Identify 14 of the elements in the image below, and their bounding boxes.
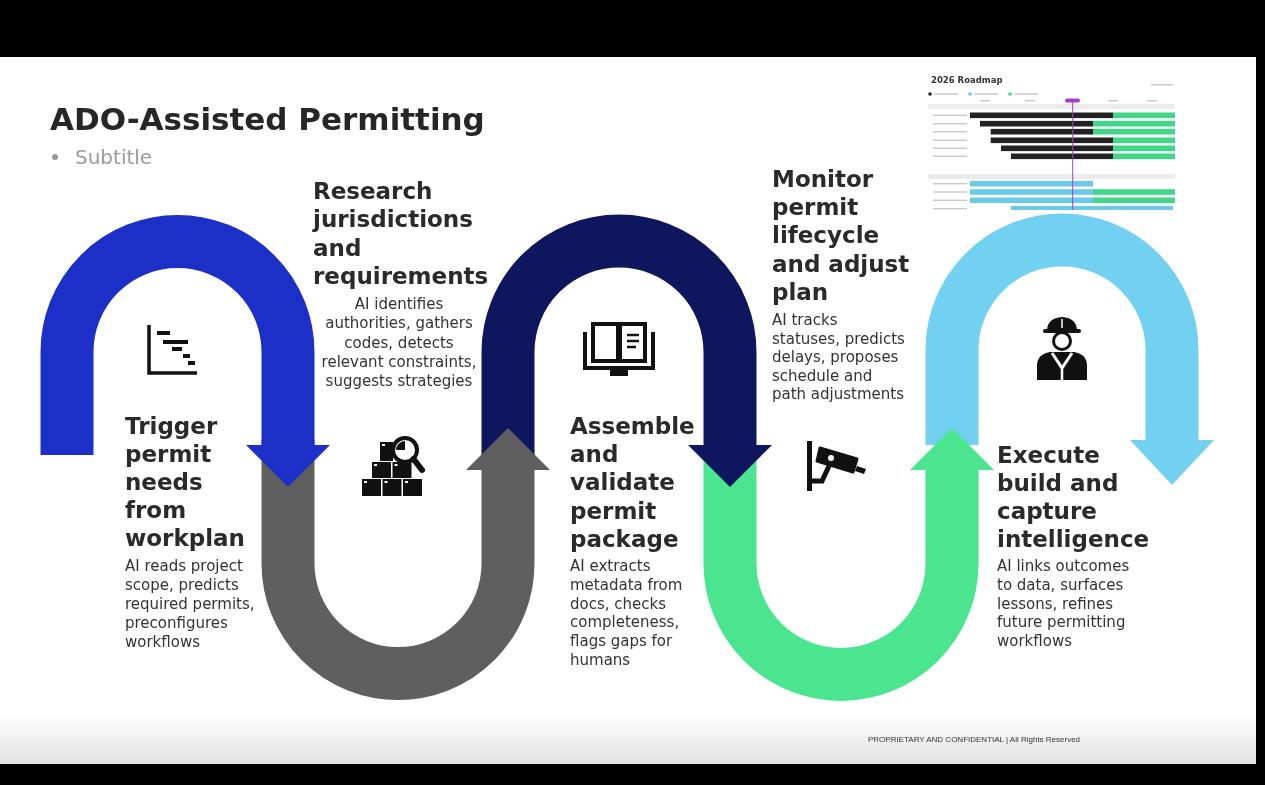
step-heading: Assemble and validate permit package bbox=[570, 412, 695, 553]
footer-note: PROPRIETARY AND CONFIDENTIAL | All Rights Reserved bbox=[868, 735, 1081, 745]
step-description: AI reads project scope, predicts required permits, preconfigures workflows bbox=[125, 557, 255, 652]
step-description: AI tracks statuses, predicts delays, proposes schedule and path adjustments bbox=[772, 311, 906, 404]
step-description: AI identifies authorities, gathers codes, detects relevant constraints, suggests strategies bbox=[320, 295, 478, 392]
step-description: AI links outcomes to data, surfaces lessons, refines future permitting workflows bbox=[997, 557, 1131, 651]
step-heading: Research jurisdictions and requirements bbox=[313, 177, 489, 291]
subtitle-text: Subtitle bbox=[75, 145, 153, 169]
step-description: AI extracts metadata from docs, checks completeness, flags gaps for humans bbox=[570, 557, 684, 670]
step-heading: Execute build and capture intelligence bbox=[997, 441, 1150, 553]
step-heading: Trigger permit needs from workplan bbox=[125, 412, 246, 552]
step-heading: Monitor permit lifecycle and adjust plan bbox=[772, 165, 910, 306]
chart-title: 2026 Roadmap bbox=[931, 75, 1003, 86]
slide-title: ADO-Assisted Permitting bbox=[50, 101, 485, 137]
